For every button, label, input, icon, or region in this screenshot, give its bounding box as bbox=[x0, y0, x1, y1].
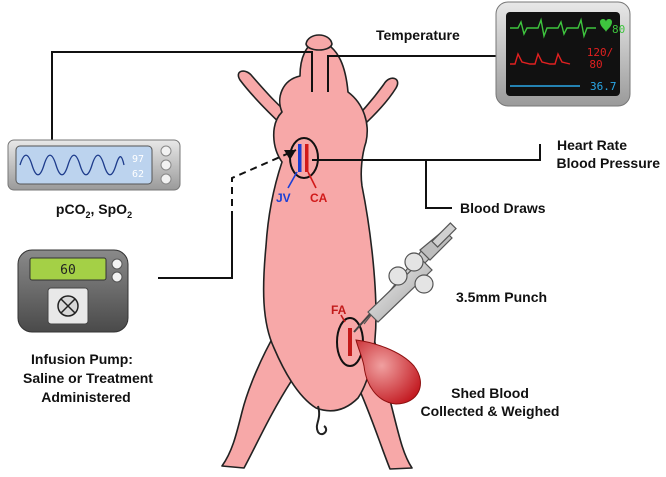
ca-pointer bbox=[307, 171, 317, 189]
gas-monitor-wire bbox=[51, 51, 313, 142]
capnography-trace bbox=[19, 154, 125, 176]
blood-draw-wire bbox=[425, 160, 452, 209]
hr-value: 80 bbox=[612, 23, 625, 36]
infusion-pump: 60 bbox=[17, 249, 129, 333]
punch-label: 3.5mm Punch bbox=[456, 289, 547, 305]
temperature-wire bbox=[327, 55, 500, 92]
spo2-text: , SpO bbox=[91, 201, 128, 217]
heart-icon bbox=[600, 19, 612, 32]
pump-knob-2 bbox=[111, 271, 123, 283]
infusion-administered-label: Administered bbox=[41, 389, 130, 405]
spo2-value: 62 bbox=[132, 169, 144, 180]
bp-top-value: 120/ bbox=[587, 46, 614, 59]
ecg-trace bbox=[510, 17, 596, 39]
heart-rate-wire bbox=[312, 144, 541, 161]
shed-blood-label: Shed Blood bbox=[451, 385, 529, 401]
gas-monitor: 97 62 bbox=[7, 139, 181, 191]
blood-draws-label: Blood Draws bbox=[460, 200, 546, 216]
pig-snout bbox=[305, 34, 333, 51]
collected-weighed-label: Collected & Weighed bbox=[421, 403, 560, 419]
blood-pressure-label: Blood Pressure bbox=[557, 155, 661, 171]
infusion-pump-label: Infusion Pump: bbox=[31, 351, 133, 367]
carotid-artery-line bbox=[305, 144, 309, 172]
biopsy-punch-icon bbox=[353, 222, 457, 333]
pig-tail bbox=[315, 405, 328, 436]
ca-label: CA bbox=[310, 191, 328, 205]
pco2-value: 97 bbox=[132, 154, 144, 165]
neck-site-ellipse bbox=[289, 137, 319, 179]
gas-monitor-knob-1 bbox=[160, 145, 172, 157]
pco2-text: pCO bbox=[56, 201, 86, 217]
pump-wire-solid bbox=[158, 218, 233, 279]
infusion-treatment-label: Saline or Treatment bbox=[23, 370, 153, 386]
bp-trace bbox=[510, 52, 571, 65]
gas-monitor-knob-2 bbox=[160, 159, 172, 171]
pump-wire-dashed bbox=[231, 149, 297, 218]
pig-outline bbox=[221, 34, 413, 470]
jv-pointer bbox=[287, 171, 298, 189]
femoral-artery-line bbox=[348, 328, 352, 356]
temp-value: 36.7 bbox=[590, 80, 617, 93]
gas-monitor-knob-3 bbox=[160, 173, 172, 185]
pig-body bbox=[262, 39, 377, 412]
vitals-monitor: 80 120/ 80 36.7 bbox=[495, 1, 631, 107]
bp-bottom-value: 80 bbox=[589, 58, 602, 71]
shed-blood-drop bbox=[355, 339, 421, 405]
fa-pointer bbox=[340, 314, 346, 323]
jv-label: JV bbox=[276, 191, 291, 205]
pco2-subscript: 2 bbox=[85, 210, 90, 220]
connection-lines bbox=[51, 51, 541, 279]
jugular-vein-line bbox=[298, 144, 302, 172]
gas-monitor-label: pCO2, SpO2 bbox=[56, 201, 132, 220]
pump-rate-value: 60 bbox=[60, 263, 76, 278]
pig-hind-left-leg bbox=[221, 331, 293, 469]
spo2-subscript: 2 bbox=[127, 210, 132, 220]
heart-rate-label: Heart Rate bbox=[557, 137, 627, 153]
pump-knob-1 bbox=[111, 258, 123, 270]
fa-label: FA bbox=[331, 303, 347, 317]
temperature-label: Temperature bbox=[376, 27, 460, 43]
